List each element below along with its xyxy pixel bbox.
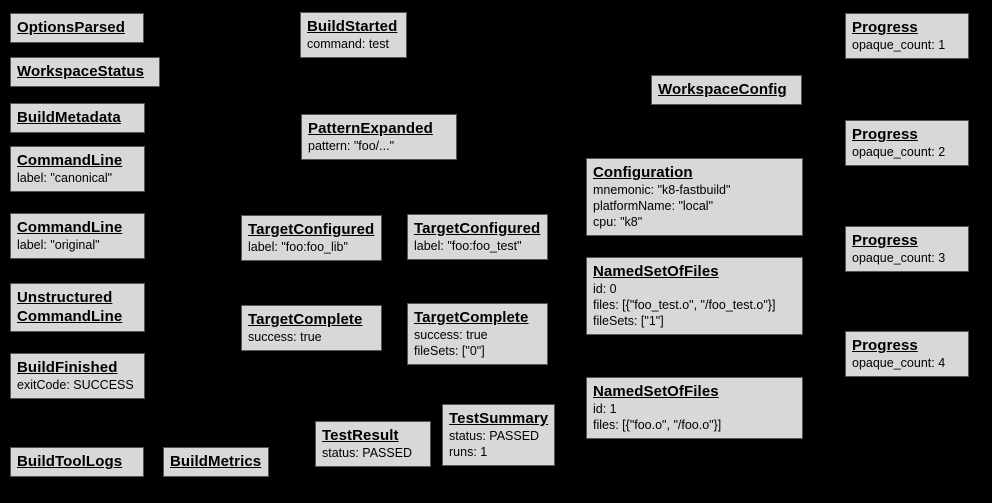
node-field: opaque_count: 1 xyxy=(852,38,946,52)
node-field: fileSets: ["1"] xyxy=(593,314,664,328)
node-field: cpu: "k8" xyxy=(593,215,643,229)
node-title: BuildMetadata xyxy=(17,109,121,126)
node-field: opaque_count: 3 xyxy=(852,251,946,265)
node-named-set-of-files-1: NamedSetOfFiles id: 1 files: [{"foo.o", … xyxy=(586,377,803,439)
node-field: command: test xyxy=(307,37,389,51)
node-pattern-expanded: PatternExpanded pattern: "foo/..." xyxy=(301,114,457,160)
node-title: Progress xyxy=(852,126,918,143)
node-field: label: "foo:foo_lib" xyxy=(248,240,348,254)
node-title: OptionsParsed xyxy=(17,19,125,36)
node-field: label: "foo:foo_test" xyxy=(414,239,522,253)
node-title: TargetComplete xyxy=(248,311,363,328)
node-title: Progress xyxy=(852,19,918,36)
node-field: opaque_count: 4 xyxy=(852,356,946,370)
node-title: Progress xyxy=(852,337,918,354)
node-test-result: TestResult status: PASSED xyxy=(315,421,431,467)
node-field: fileSets: ["0"] xyxy=(414,344,485,358)
node-field: label: "original" xyxy=(17,238,100,252)
node-title: BuildToolLogs xyxy=(17,453,123,470)
node-field: mnemonic: "k8-fastbuild" xyxy=(593,183,731,197)
node-field: files: [{"foo_test.o", "/foo_test.o"}] xyxy=(593,298,776,312)
node-title: PatternExpanded xyxy=(308,120,433,137)
node-target-complete-foo-test: TargetComplete success: true fileSets: [… xyxy=(407,303,548,365)
node-title: NamedSetOfFiles xyxy=(593,383,719,400)
node-workspace-status: WorkspaceStatus xyxy=(10,57,160,87)
node-configuration: Configuration mnemonic: "k8-fastbuild" p… xyxy=(586,158,803,236)
node-title: TestResult xyxy=(322,427,399,444)
node-field: files: [{"foo.o", "/foo.o"}] xyxy=(593,418,722,432)
node-test-summary: TestSummary status: PASSED runs: 1 xyxy=(442,404,555,466)
node-field: opaque_count: 2 xyxy=(852,145,946,159)
node-field: success: true xyxy=(248,330,322,344)
node-options-parsed: OptionsParsed xyxy=(10,13,144,43)
node-title: TestSummary xyxy=(449,410,549,427)
node-title: WorkspaceConfig xyxy=(658,81,787,98)
node-progress-3: Progress opaque_count: 3 xyxy=(845,226,969,272)
node-title: BuildMetrics xyxy=(170,453,262,470)
node-build-metrics: BuildMetrics xyxy=(163,447,269,477)
node-workspace-config: WorkspaceConfig xyxy=(651,75,802,105)
node-field: runs: 1 xyxy=(449,445,488,459)
node-field: status: PASSED xyxy=(449,429,540,443)
node-target-configured-foo-lib: TargetConfigured label: "foo:foo_lib" xyxy=(241,215,382,261)
node-title: Configuration xyxy=(593,164,693,181)
node-field: id: 0 xyxy=(593,282,617,296)
node-build-tool-logs: BuildToolLogs xyxy=(10,447,144,477)
node-field: pattern: "foo/..." xyxy=(308,139,395,153)
node-field: exitCode: SUCCESS xyxy=(17,378,134,392)
node-field: id: 1 xyxy=(593,402,617,416)
node-progress-4: Progress opaque_count: 4 xyxy=(845,331,969,377)
node-field: label: "canonical" xyxy=(17,171,113,185)
node-command-line-canonical: CommandLine label: "canonical" xyxy=(10,146,145,192)
node-target-complete-foo-lib: TargetComplete success: true xyxy=(241,305,382,351)
node-title: CommandLine xyxy=(17,219,123,236)
node-named-set-of-files-0: NamedSetOfFiles id: 0 files: [{"foo_test… xyxy=(586,257,803,335)
node-title: BuildStarted xyxy=(307,18,398,35)
node-build-metadata: BuildMetadata xyxy=(10,103,145,133)
node-progress-1: Progress opaque_count: 1 xyxy=(845,13,969,59)
node-title: WorkspaceStatus xyxy=(17,63,145,80)
node-field: platformName: "local" xyxy=(593,199,714,213)
node-field: success: true xyxy=(414,328,488,342)
node-title: TargetComplete xyxy=(414,309,529,326)
node-progress-2: Progress opaque_count: 2 xyxy=(845,120,969,166)
node-field: status: PASSED xyxy=(322,446,413,460)
node-build-finished: BuildFinished exitCode: SUCCESS xyxy=(10,353,145,399)
node-title: TargetConfigured xyxy=(414,220,541,237)
node-title: TargetConfigured xyxy=(248,221,375,238)
node-title: NamedSetOfFiles xyxy=(593,263,719,280)
node-command-line-original: CommandLine label: "original" xyxy=(10,213,145,259)
node-title: Unstructured CommandLine xyxy=(17,289,123,325)
node-title: BuildFinished xyxy=(17,359,118,376)
node-title: CommandLine xyxy=(17,152,123,169)
node-unstructured-command-line: Unstructured CommandLine xyxy=(10,283,145,332)
node-title: Progress xyxy=(852,232,918,249)
node-target-configured-foo-test: TargetConfigured label: "foo:foo_test" xyxy=(407,214,548,260)
node-build-started: BuildStarted command: test xyxy=(300,12,407,58)
